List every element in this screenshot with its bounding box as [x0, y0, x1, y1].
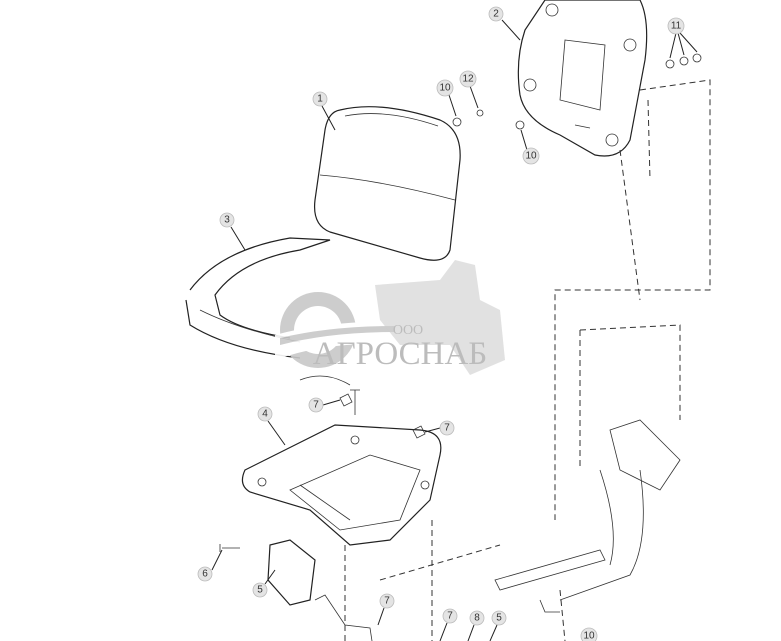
- backrest-plate: [517, 0, 648, 157]
- svg-text:4: 4: [262, 409, 268, 420]
- backrest-cushion: [313, 106, 461, 261]
- svg-text:10: 10: [439, 83, 451, 94]
- callout-11: 11: [667, 17, 685, 35]
- callouts: 1 2 3 4 5 6 7 7 7 7 8 5 10 12 10 11 10: [197, 6, 685, 641]
- svg-text:5: 5: [496, 613, 502, 624]
- watermark-name: АГРОСНАБ: [313, 336, 488, 372]
- watermark-prefix: ООО: [393, 323, 423, 338]
- watermark-logo: ООО АГРОСНАБ: [275, 260, 505, 375]
- callout-6: 6: [197, 566, 213, 582]
- callout-7: 7: [379, 593, 395, 609]
- svg-text:11: 11: [671, 21, 682, 32]
- callout-10: 10: [522, 147, 540, 165]
- svg-text:10: 10: [583, 631, 595, 641]
- callout-10: 10: [436, 79, 454, 97]
- leader-lines: [211, 19, 698, 641]
- callout-7: 7: [442, 608, 458, 624]
- callout-8: 8: [469, 610, 485, 626]
- svg-text:7: 7: [384, 596, 390, 607]
- callout-5: 5: [252, 582, 268, 598]
- svg-text:8: 8: [474, 613, 480, 624]
- svg-text:5: 5: [257, 585, 263, 596]
- seat-pan: [241, 424, 442, 546]
- svg-text:12: 12: [462, 74, 474, 85]
- svg-text:7: 7: [313, 400, 319, 411]
- svg-text:6: 6: [202, 569, 208, 580]
- svg-text:3: 3: [224, 215, 230, 226]
- callout-2: 2: [488, 6, 504, 22]
- assembly-lines: [344, 79, 711, 641]
- mount-bracket: [267, 539, 373, 641]
- callout-7: 7: [308, 397, 324, 413]
- callout-4: 4: [257, 406, 273, 422]
- seat-frame: [494, 419, 681, 613]
- svg-text:7: 7: [444, 423, 450, 434]
- callout-12: 12: [459, 70, 477, 88]
- callout-5: 5: [491, 610, 507, 626]
- callout-10: 10: [580, 627, 598, 641]
- callout-7: 7: [439, 420, 455, 436]
- callout-1: 1: [312, 91, 328, 107]
- callout-3: 3: [219, 212, 235, 228]
- fasteners: [219, 53, 702, 552]
- svg-text:7: 7: [447, 611, 453, 622]
- svg-text:10: 10: [525, 151, 537, 162]
- svg-text:2: 2: [493, 9, 499, 20]
- svg-text:1: 1: [317, 94, 323, 105]
